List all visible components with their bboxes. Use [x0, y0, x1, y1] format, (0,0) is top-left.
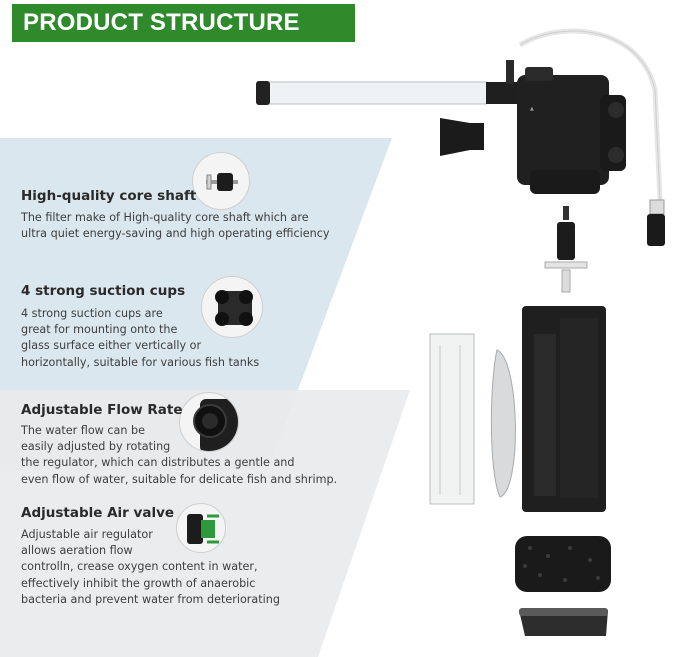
feature-title-flow-rate: Adjustable Flow Rate — [21, 402, 183, 418]
feature-desc-core-shaft: The filter make of High-quality core sha… — [21, 211, 330, 241]
feature-title-core-shaft: High-quality core shaft — [21, 188, 197, 204]
feature-title-suction-cups: 4 strong suction cups — [21, 283, 186, 299]
feature-desc-suction-cups: 4 strong suction cups are great for moun… — [21, 307, 260, 369]
suction-cups-icon — [201, 276, 263, 338]
feature-desc-flow-rate: The water flow can be easily adjusted by… — [21, 424, 338, 486]
feature-desc-air-valve: Adjustable air regulator allows aeration… — [21, 528, 280, 606]
svg-text:▲: ▲ — [530, 106, 534, 112]
feature-title-air-valve: Adjustable Air valve — [21, 505, 175, 521]
section-banner: PRODUCT STRUCTURE — [12, 4, 355, 42]
impeller-shaft-icon — [192, 152, 250, 210]
banner-title: PRODUCT STRUCTURE — [23, 9, 300, 36]
air-valve-icon — [176, 503, 226, 553]
flow-regulator-icon — [179, 392, 239, 452]
